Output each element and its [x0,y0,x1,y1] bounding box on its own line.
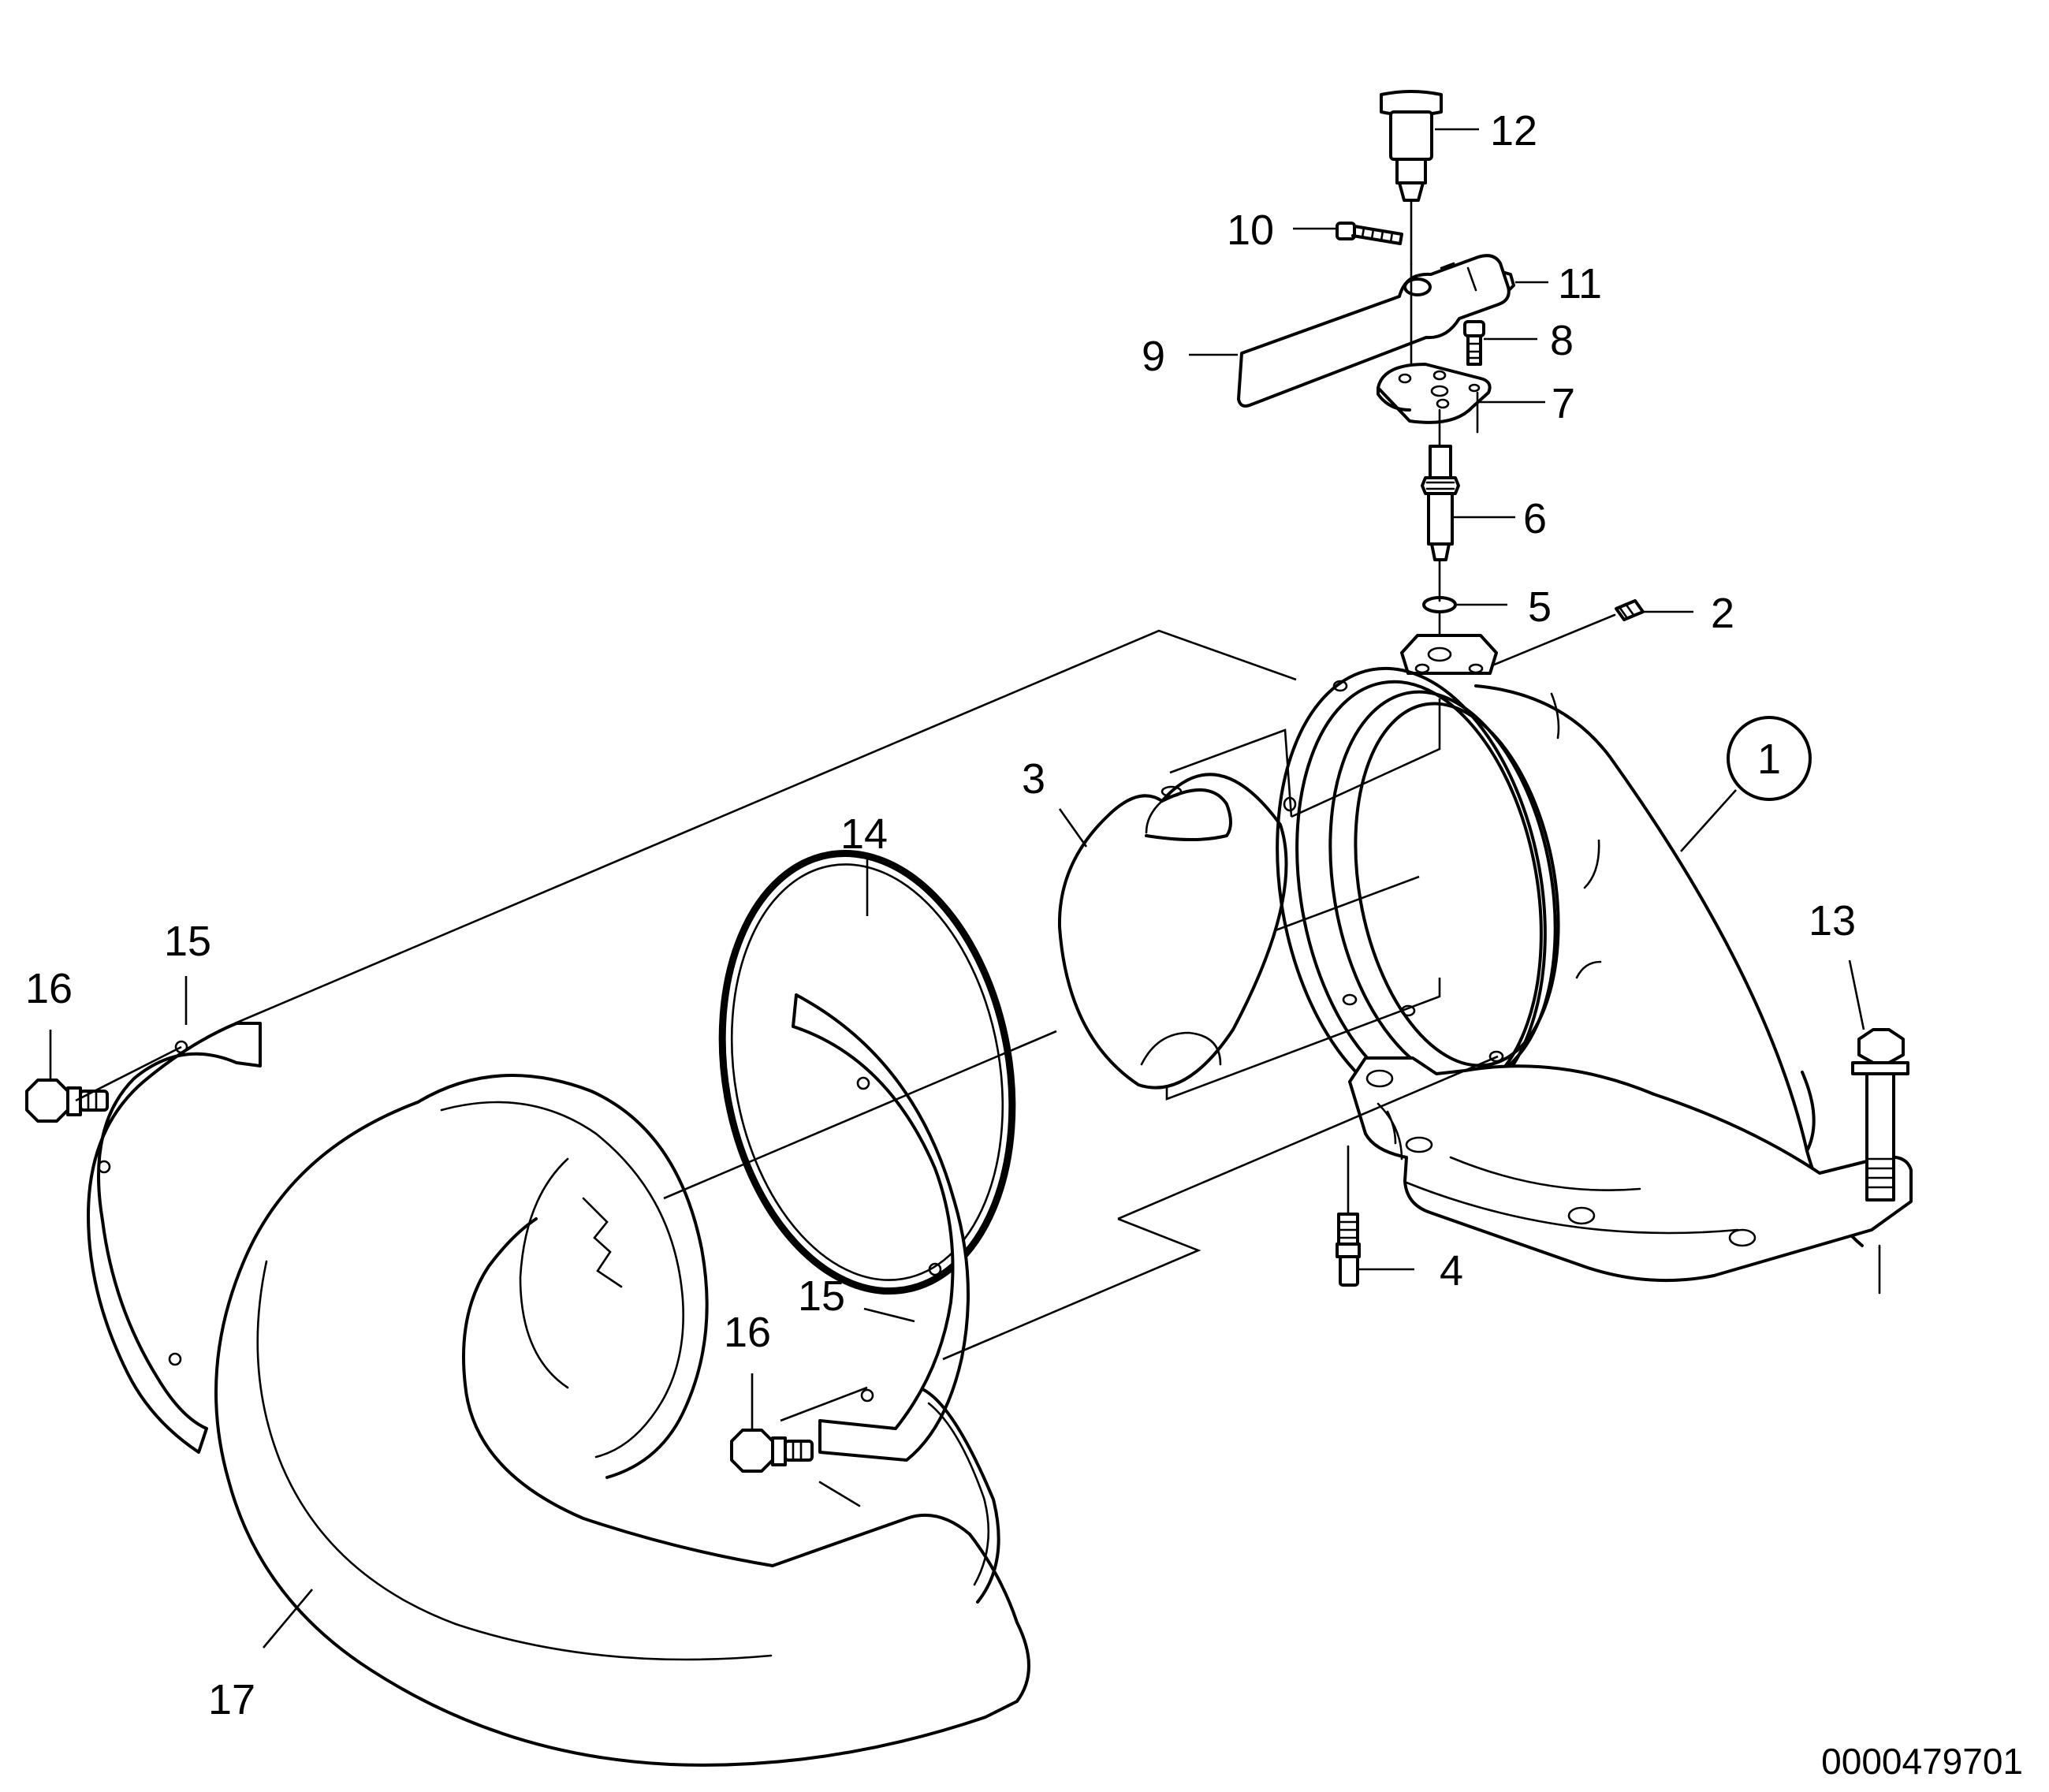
part-14-oring [718,849,1016,1295]
assembly-lines [75,629,1499,1422]
callout-17: 17 [208,1676,255,1723]
callout-2: 2 [1711,590,1734,637]
part-1-housing [1276,634,1913,1295]
callout-11: 11 [1558,260,1602,307]
callout-3: 3 [1022,755,1045,803]
part-6-sensor [1421,445,1460,602]
callout-16b: 16 [724,1309,771,1356]
part-3-disc [1057,773,1288,1090]
callout-6: 6 [1523,495,1547,542]
part-4-stud [1336,1145,1361,1287]
callout-leaders [49,128,1865,1649]
part-12-plunger [1380,90,1443,266]
callout-13: 13 [1809,897,1856,944]
part-2-plug [1487,599,1645,669]
callout-1: 1 [1757,736,1781,783]
callout-14: 14 [840,810,888,858]
part-10-screw [1336,222,1403,245]
document-number: 0000479701 [1821,1741,2023,1782]
callout-9: 9 [1142,333,1165,380]
part-16a-bolt [25,1079,109,1123]
callout-15b: 15 [798,1272,845,1320]
callout-5: 5 [1528,583,1552,631]
callout-4: 4 [1440,1247,1463,1295]
callout-8: 8 [1550,317,1574,364]
callout-10: 10 [1227,207,1274,254]
part-15a-segment [87,1022,262,1454]
part-9-lever [1237,254,1511,408]
callout-7: 7 [1552,380,1575,427]
callout-12: 12 [1490,107,1537,155]
part-16b-bolt [730,1429,814,1473]
part-8-screw [1463,320,1485,366]
part-17-elbow-pipe [214,1074,1030,1767]
callout-labels: 1 2 3 4 5 6 7 8 9 10 11 12 13 14 15 15 1… [25,107,2023,1782]
part-7-plate [1377,363,1492,447]
callout-15a: 15 [164,918,211,965]
part-15b-segment [792,993,970,1462]
part-13-bolt [1851,1028,1909,1201]
callout-16a: 16 [25,965,73,1012]
callout-1-circle [1727,716,1812,801]
